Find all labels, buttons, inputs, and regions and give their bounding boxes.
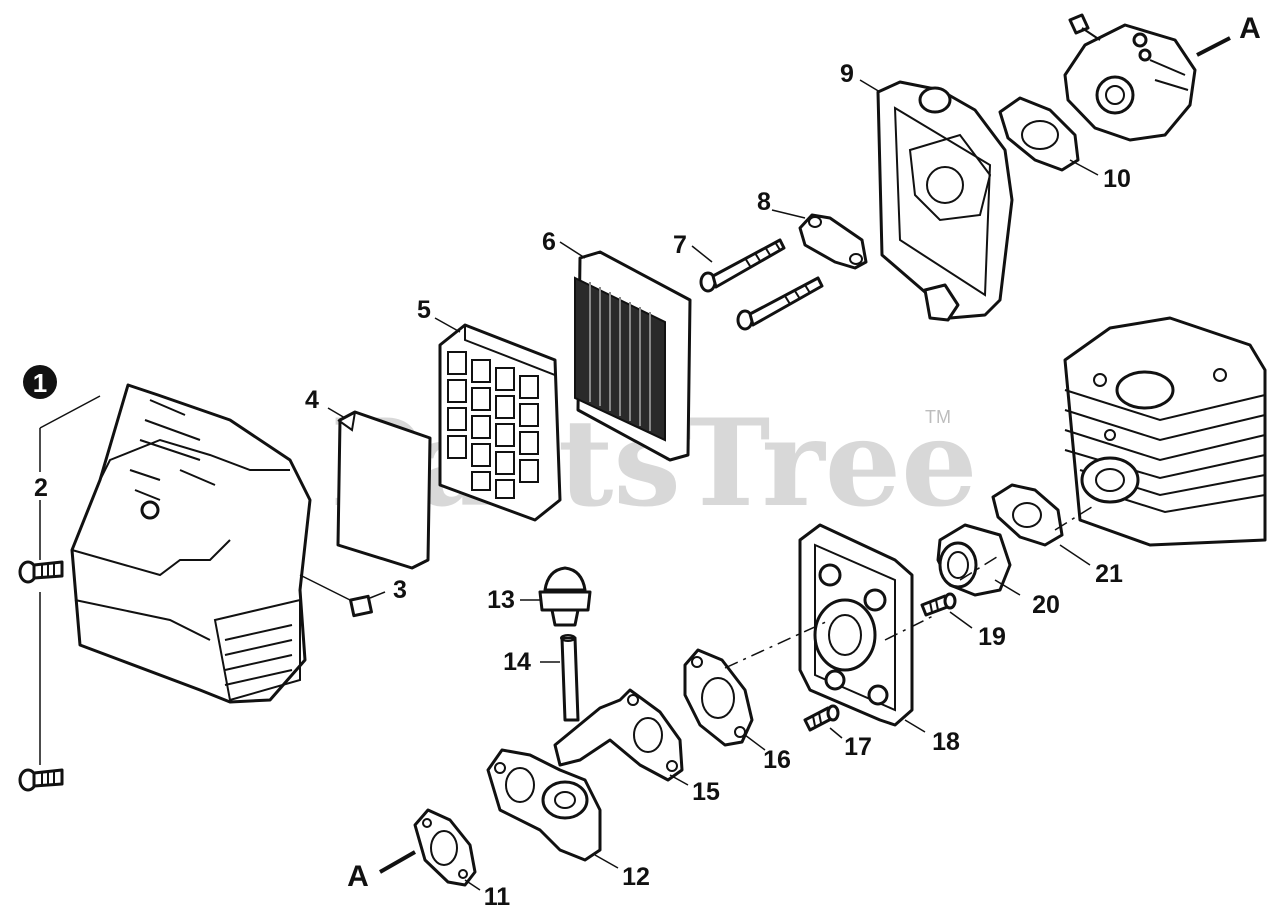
part-20-intake-pipe[interactable] [936,523,1012,597]
leader-21 [1059,544,1091,566]
leader-3-b [369,591,386,599]
leader-1 [39,395,101,429]
callout-5: 5 [417,296,431,324]
part-10-gasket[interactable] [998,96,1080,172]
leader-20 [994,579,1021,596]
part-12-adapter[interactable] [486,748,602,862]
part-3-small-plate[interactable] [349,594,373,618]
leader-15 [669,774,689,786]
part-13-primer-bulb[interactable] [538,566,592,627]
part-11-gasket[interactable] [413,808,477,887]
leader-11 [464,879,481,891]
leader-18 [904,719,926,733]
leader-9 [859,79,881,93]
part-9-air-box-base[interactable] [876,80,1014,322]
axis-line-2 [884,504,1096,641]
callout-15: 15 [692,778,720,806]
cover-screw-bottom[interactable] [18,768,64,792]
part-16-gasket[interactable] [683,648,754,747]
part-8-bracket-plate[interactable] [798,213,868,270]
callout-21: 21 [1095,560,1123,588]
callout-12: 12 [622,863,650,891]
callout-4: 4 [305,386,319,414]
part-7-bolt-upper[interactable] [699,238,786,293]
callout-6: 6 [542,228,556,256]
leader-19 [949,611,973,629]
callout-20: 20 [1032,591,1060,619]
connector-label-top: A [1239,12,1261,45]
callout-2: 2 [34,474,48,502]
part-15-bracket[interactable] [553,688,684,782]
leader-7 [691,245,713,263]
leader-3-a [299,574,351,601]
part-7-bolt-lower[interactable] [736,276,824,331]
leader-5 [434,317,461,333]
part-14-fuel-tube[interactable] [560,634,580,722]
leader-10 [1069,159,1099,176]
callout-19: 19 [978,623,1006,651]
leader-6 [559,241,586,259]
callout-9: 9 [840,60,854,88]
engine-cylinder[interactable] [1063,316,1267,547]
callout-18: 18 [932,728,960,756]
part-6-paper-filter[interactable] [574,250,692,462]
callout-17: 17 [844,733,872,761]
carburetor[interactable] [1063,13,1197,142]
leader-16 [744,734,766,751]
callout-1: 1 [33,368,47,398]
connector-arrow-top [1196,36,1231,57]
leader-8 [771,209,806,219]
watermark-trademark: TM [925,407,951,427]
connector-label-bottom: A [347,860,369,893]
callout-11: 11 [484,883,511,911]
connector-arrow-bottom [379,850,416,874]
callout-8: 8 [757,188,771,216]
part-4-prefilter[interactable] [336,410,432,570]
callout-14: 14 [503,648,531,676]
part-2-air-cleaner-cover[interactable] [70,383,312,704]
callout-1-badge [23,365,57,399]
axis-line-1 [724,619,831,669]
callout-3: 3 [393,576,407,604]
cover-screw-top[interactable] [18,560,64,584]
part-21-gasket[interactable] [991,483,1064,547]
part-19-screw[interactable] [920,592,957,617]
callout-16: 16 [763,746,791,774]
leader-17 [829,727,843,739]
callout-13: 13 [487,586,515,614]
part-17-screw[interactable] [803,704,840,732]
leader-4 [327,407,346,419]
callout-7: 7 [673,231,687,259]
part-18-flange-block[interactable] [798,523,914,727]
leader-12 [594,854,619,869]
callout-10: 10 [1103,165,1131,193]
part-5-filter-element[interactable] [438,323,562,522]
